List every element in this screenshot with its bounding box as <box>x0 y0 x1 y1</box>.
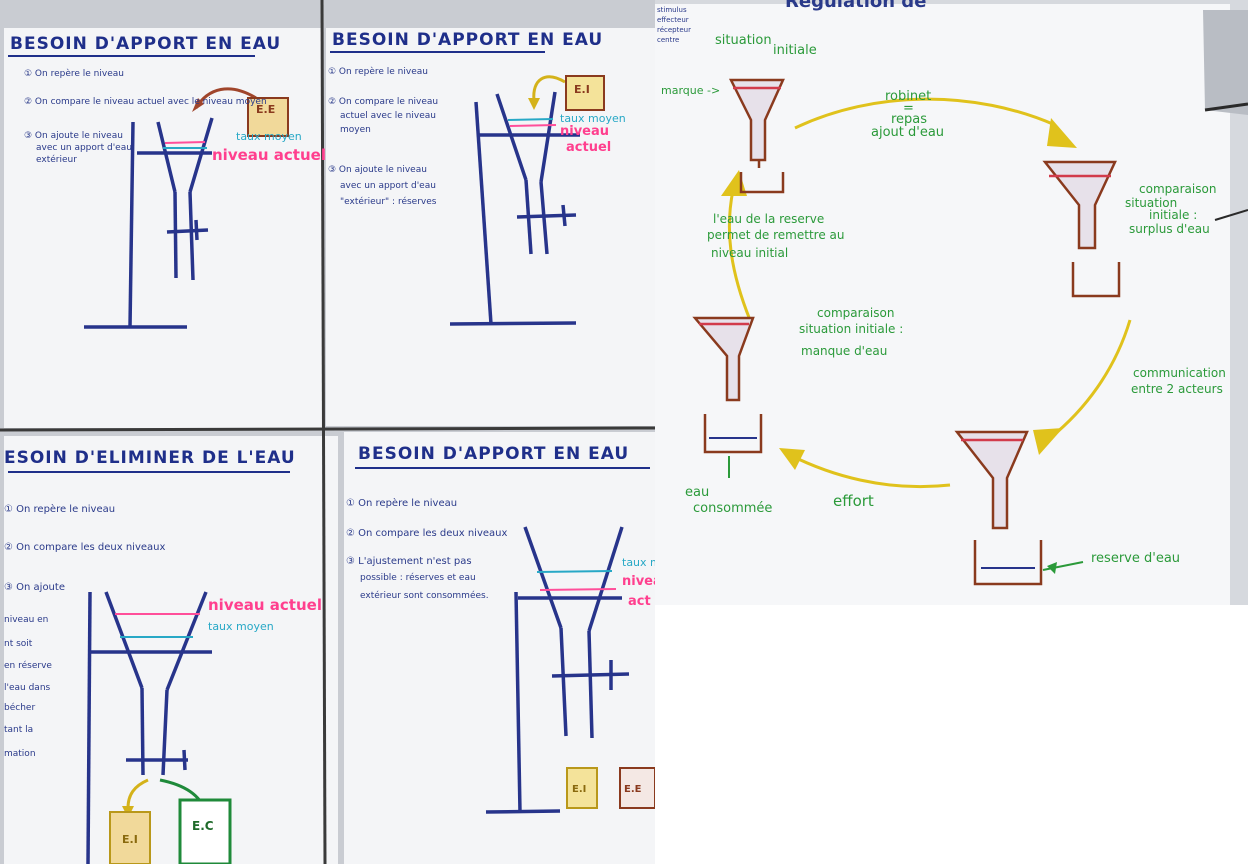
comparaison-surplus: initiale : <box>1149 208 1198 222</box>
taux-moyen-label: taux moyen <box>208 620 274 633</box>
initiale-label: initiale <box>773 43 817 58</box>
niveau-actuel-label: niveau actuel <box>212 146 326 164</box>
ajout-label: ajout d'eau <box>871 125 945 140</box>
step-3e: l'eau dans <box>4 683 51 693</box>
ee-label: E.E <box>256 103 276 116</box>
step-1: ① On repère le niveau <box>4 504 116 515</box>
ei-label: E.I <box>574 83 590 96</box>
step-3: ③ On ajoute le niveau <box>24 131 123 141</box>
step-3c: "extérieur" : réserves <box>340 197 437 207</box>
reserve-text: niveau initial <box>711 246 789 260</box>
taux-moyen-label: taux m <box>622 556 655 569</box>
step-2b: actuel avec le niveau <box>340 111 436 121</box>
step-3c: nt soit <box>4 639 33 649</box>
corner-note: centre <box>657 36 680 44</box>
ec-label: E.C <box>192 819 214 833</box>
step-3h: mation <box>4 749 36 759</box>
situation-label: situation <box>715 33 772 48</box>
reserve-eau-label: reserve d'eau <box>1091 551 1181 566</box>
niveau-label: niveau <box>622 574 655 589</box>
comparaison-surplus: situation <box>1125 196 1178 210</box>
step-3: ③ L'ajustement n'est pas <box>346 556 472 567</box>
step-2: ② On compare le niveau <box>328 97 439 107</box>
corner-note: effecteur <box>657 16 689 24</box>
step-1: ① On repère le niveau <box>328 67 428 77</box>
actuel-label: actuel <box>566 140 612 155</box>
step-3c: extérieur sont consommées. <box>360 591 489 601</box>
step-2: ② On compare les deux niveaux <box>346 528 508 539</box>
comparaison-manque: manque d'eau <box>801 344 888 358</box>
niveau-label: niveau <box>560 124 610 139</box>
step-3g: tant la <box>4 725 34 735</box>
poster-drawings <box>0 0 655 864</box>
step-1: ① On repère le niveau <box>24 69 124 79</box>
actuel-label: act <box>628 594 651 609</box>
communication-label: entre 2 acteurs <box>1131 382 1223 396</box>
right-photo: Régulation de stimulus effecteur récepte… <box>655 0 1248 605</box>
poster-title: BESOIN D'APPORT EN EAU <box>358 444 630 464</box>
taux-moyen-label: taux moyen <box>560 112 626 125</box>
step-2: ② On compare le niveau actuel avec le ni… <box>24 97 267 107</box>
marque-label: marque -> <box>661 84 721 97</box>
poster-title: ESOIN D'ELIMINER DE L'EAU <box>4 448 296 468</box>
step-2c: moyen <box>340 125 371 135</box>
step-3b: niveau en <box>4 615 49 625</box>
robinet-label: robinet <box>885 89 932 104</box>
comparaison-surplus: comparaison <box>1139 182 1217 196</box>
step-3b: avec un apport d'eau <box>36 143 132 153</box>
step-1: ① On repère le niveau <box>346 498 458 509</box>
poster-title: BESOIN D'APPORT EN EAU <box>332 30 604 50</box>
poster-bottom-mid <box>344 432 655 864</box>
corner-note: récepteur <box>657 26 691 34</box>
poster-bottom-left <box>4 436 338 864</box>
ei-label: E.I <box>572 784 587 795</box>
step-3c: extérieur <box>36 155 77 165</box>
cycle-drawings <box>692 10 1248 586</box>
comparaison-manque: comparaison <box>817 306 895 320</box>
effort-label: effort <box>833 492 874 510</box>
communication-label: communication <box>1133 366 1226 380</box>
left-photo: BESOIN D'APPORT EN EAU ① On repère le ni… <box>0 0 655 864</box>
poster-top-left <box>4 28 322 428</box>
step-3b: possible : réserves et eau <box>360 573 476 583</box>
eau-label: eau <box>685 485 710 500</box>
niveau-actuel-label: niveau actuel <box>208 596 322 614</box>
ei-label: E.I <box>122 833 138 846</box>
step-2: ② On compare les deux niveaux <box>4 542 166 553</box>
reserve-text: l'eau de la reserve <box>713 212 825 226</box>
ee-label: E.E <box>624 784 642 795</box>
taux-moyen-label: taux moyen <box>236 130 302 143</box>
step-3: ③ On ajoute le niveau <box>328 165 427 175</box>
consommee-label: consommée <box>693 501 773 516</box>
comparaison-manque: situation initiale : <box>799 322 904 336</box>
step-3d: en réserve <box>4 661 52 671</box>
repas-label: repas <box>891 112 928 127</box>
corner-note: stimulus <box>657 6 687 14</box>
comparaison-surplus: surplus d'eau <box>1129 222 1210 236</box>
reserve-text: permet de remettre au <box>707 228 845 242</box>
header-text: Régulation de <box>785 0 927 12</box>
step-3f: bécher <box>4 703 36 713</box>
equals-label: = <box>903 101 914 116</box>
step-3b: avec un apport d'eau <box>340 181 436 191</box>
step-3: ③ On ajoute <box>4 582 65 593</box>
poster-title: BESOIN D'APPORT EN EAU <box>10 34 282 54</box>
